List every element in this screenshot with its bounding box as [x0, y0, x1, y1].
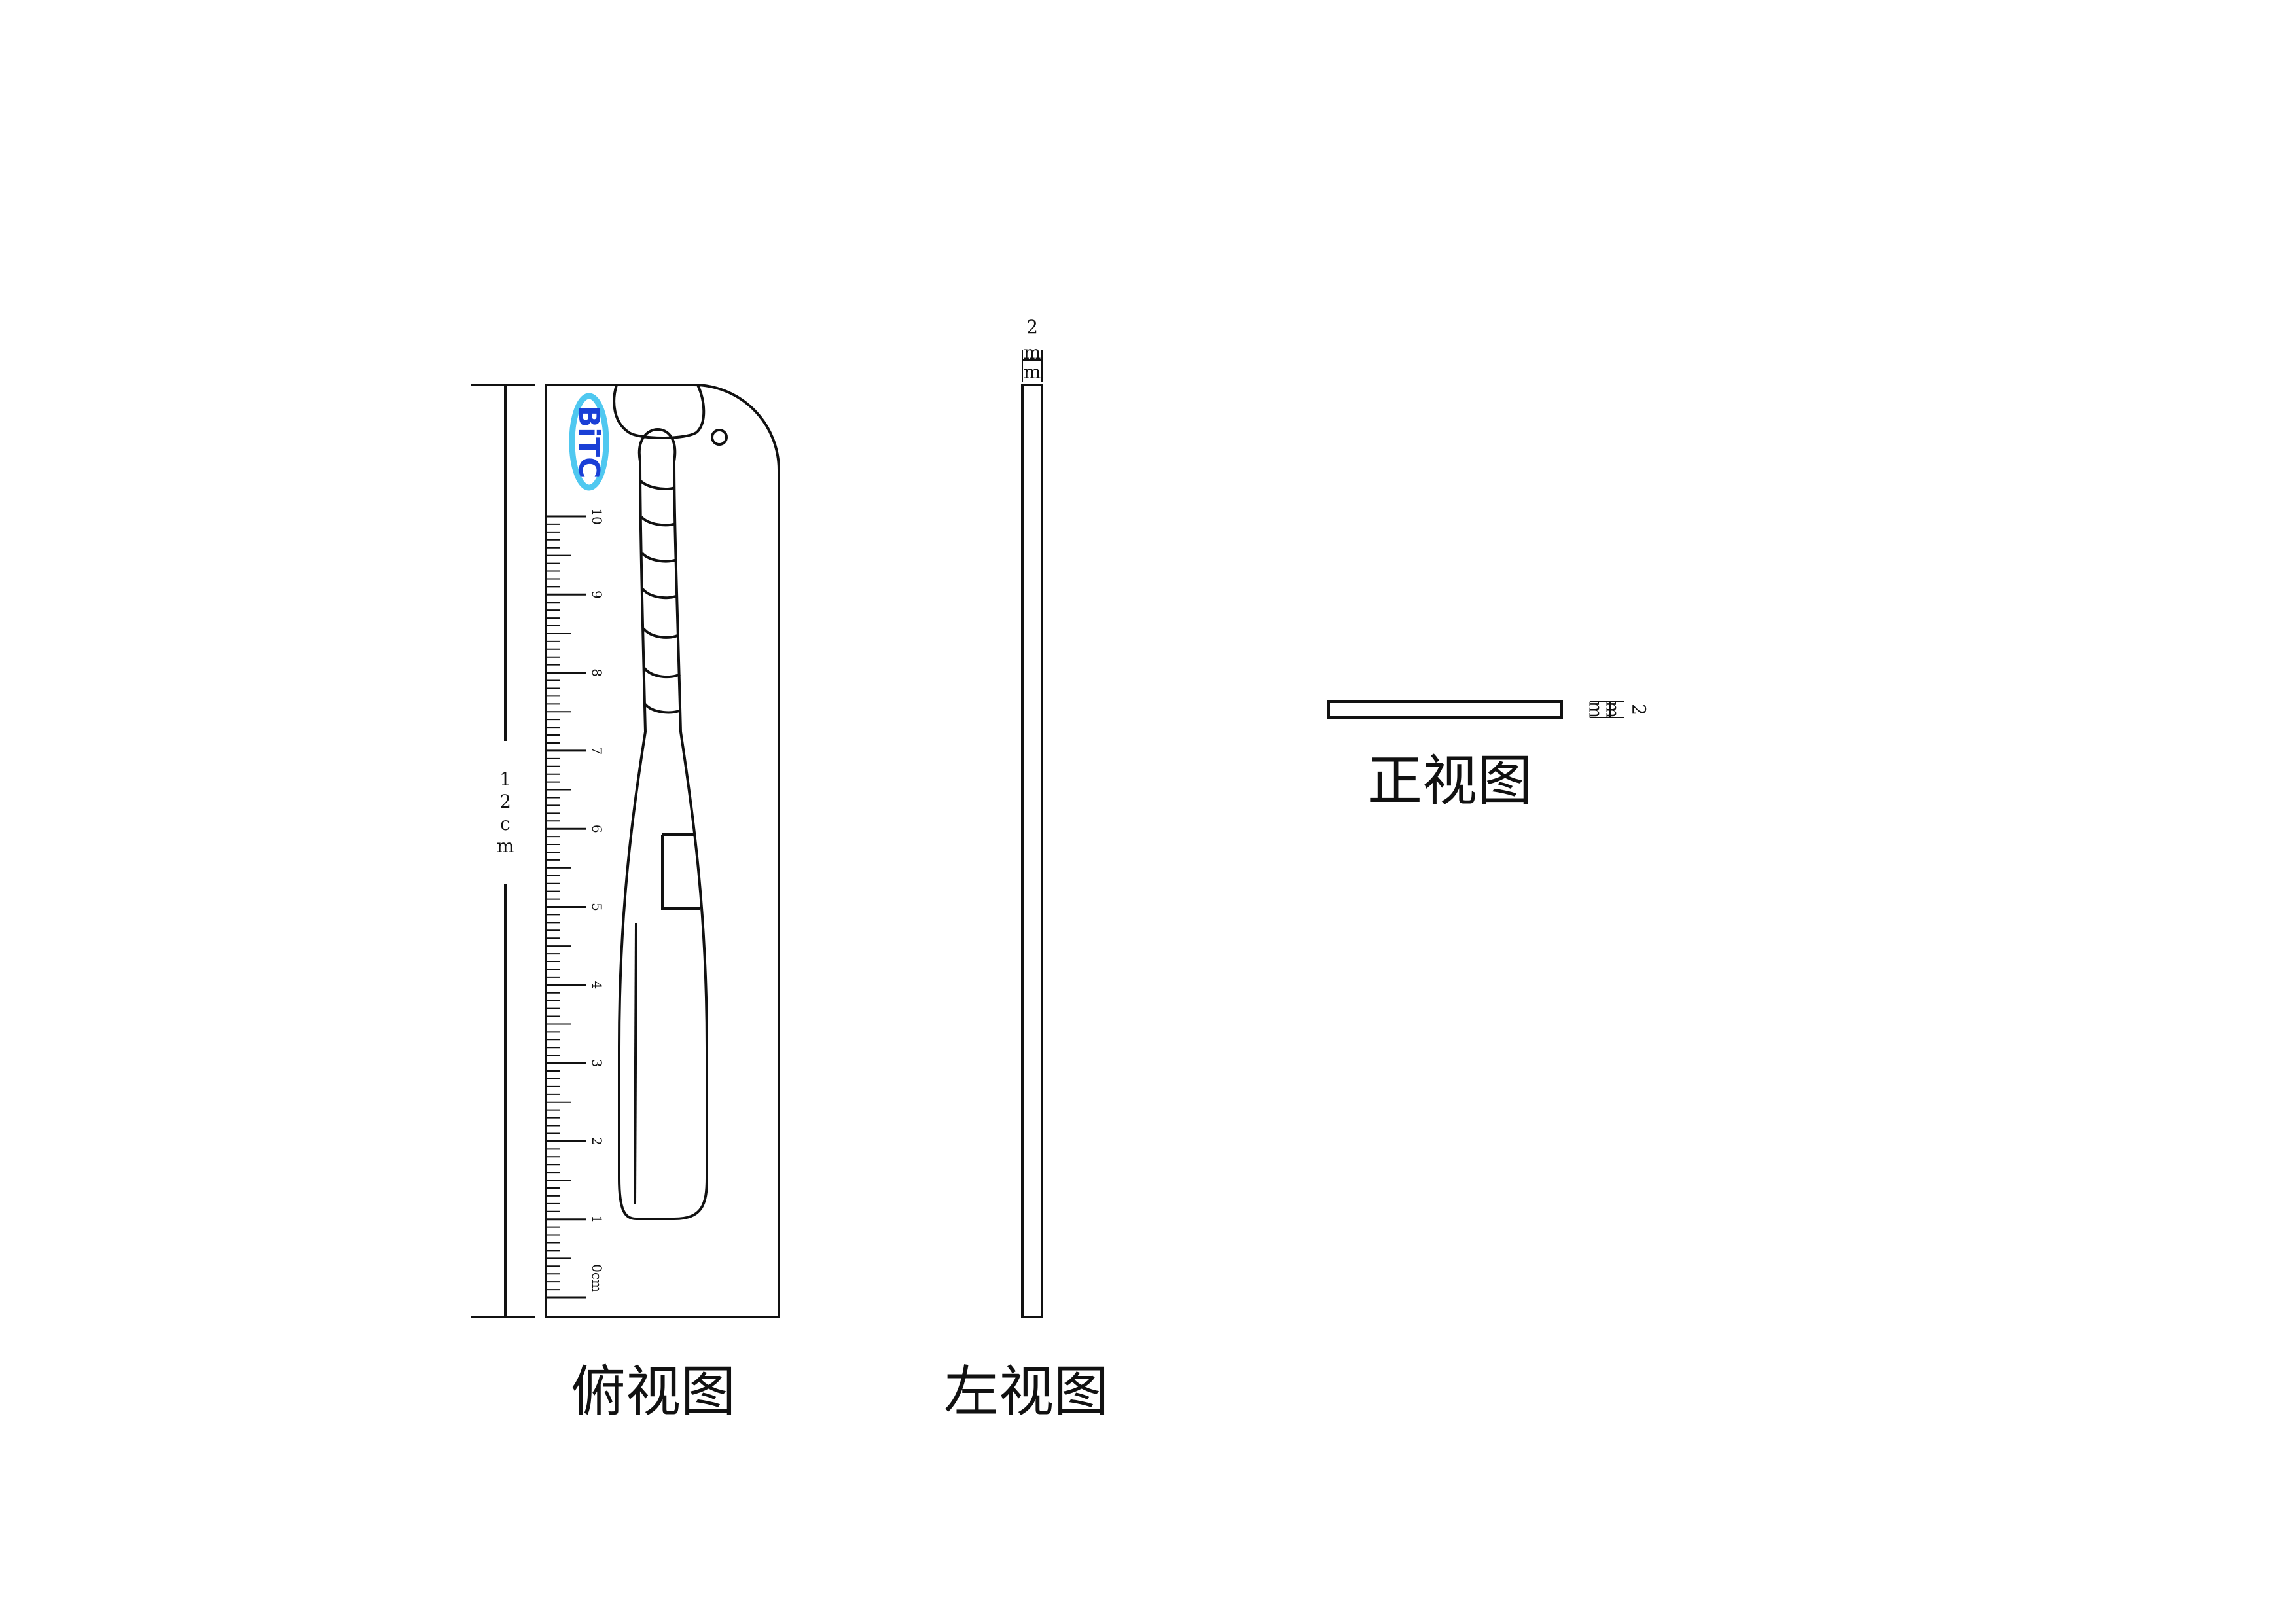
length-dimension: 1 2 c m [471, 384, 535, 1318]
ruler-ticks [546, 515, 586, 1299]
logo-text: BiTC [572, 406, 605, 478]
front-thickness-char-1: m [1602, 701, 1624, 719]
baseball-bat-icon [613, 384, 708, 1220]
front-thickness-char-2: m [1585, 701, 1607, 719]
ruler-number: 8 [589, 668, 605, 677]
ruler-number: 2 [589, 1137, 605, 1146]
length-dim-char-2: c [500, 813, 511, 835]
logo: BiTC [569, 393, 609, 491]
length-dim-char-1: 2 [499, 791, 511, 812]
hanging-hole [711, 429, 728, 446]
ruler-number: 1 [589, 1215, 605, 1223]
ruler-number: 6 [589, 825, 605, 833]
left-view-outline [1021, 384, 1043, 1318]
ruler-number: 4 [589, 981, 605, 989]
left-thickness-char-2: m [1024, 361, 1041, 383]
ruler-numbers: 0cm 1 2 3 4 5 6 7 8 9 10 [589, 508, 605, 1292]
ruler-number: 10 [589, 508, 605, 524]
length-dim-char-3: m [497, 835, 514, 857]
front-view-label: 正视图 [1367, 749, 1532, 813]
ruler-number: 3 [589, 1059, 605, 1068]
front-view-outline [1327, 700, 1563, 719]
length-dim-char-0: 1 [499, 768, 511, 790]
logo-ring-icon [569, 393, 609, 491]
ruler-number: 9 [589, 590, 605, 599]
ruler-number: 5 [589, 903, 605, 911]
left-thickness-char-0: 2 [1026, 316, 1038, 338]
left-thickness-char-1: m [1024, 342, 1041, 363]
left-view: 2 m m 左视图 [944, 316, 1109, 1424]
front-thickness-char-0: 2 [1628, 704, 1650, 715]
top-view-label: 俯视图 [571, 1360, 736, 1424]
ruler-number: 0cm [589, 1264, 605, 1292]
left-view-label: 左视图 [944, 1360, 1109, 1424]
front-view: 2 m m 正视图 [1327, 700, 1650, 813]
ruler-outline [545, 384, 780, 1318]
ruler-number: 7 [589, 747, 605, 755]
